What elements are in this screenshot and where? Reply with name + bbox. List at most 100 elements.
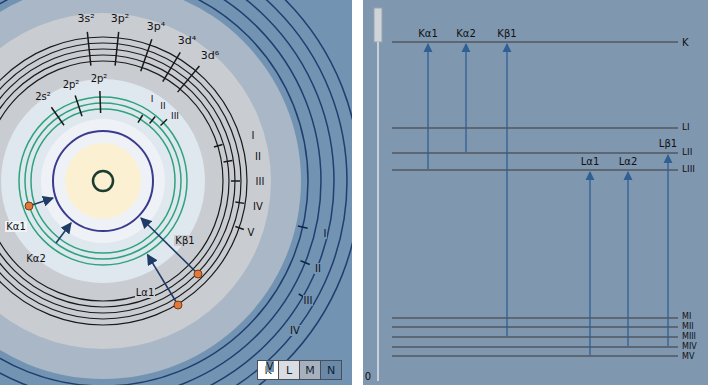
legend-swatch: M [299, 360, 321, 380]
energy-axis [377, 42, 379, 381]
shell-band [1, 79, 205, 283]
subshell-label: 3p⁴ [147, 21, 165, 33]
level-label: MI [682, 313, 691, 322]
subshell-tick [223, 161, 232, 162]
orbit-ring [0, 37, 247, 325]
subshell-number: V [247, 227, 256, 238]
energy-levels [363, 0, 708, 385]
level-label: LII [682, 148, 692, 158]
shell-band [0, 0, 301, 379]
transition-label: Kβ1 [497, 28, 516, 39]
subshell-number: III [303, 295, 314, 306]
level-label: LIII [682, 165, 695, 175]
legend-swatch: L [278, 360, 300, 380]
subshell-tick [231, 180, 240, 182]
subshell-number: I [323, 228, 328, 239]
orbit-ring [19, 97, 187, 265]
subshell-tick [235, 202, 244, 203]
transition-arrow [427, 44, 428, 169]
subshell-tick [138, 115, 143, 123]
energy-level [392, 127, 678, 129]
transition-label: Lα2 [619, 156, 638, 167]
transition-arrow [589, 172, 590, 355]
panel-ground [363, 0, 708, 385]
subshell-number: V [266, 361, 275, 372]
transition-arrow [141, 218, 198, 274]
subshell-tick [214, 144, 223, 147]
subshell-label: 3s² [77, 13, 94, 25]
subshell-label: 3d⁴ [178, 35, 196, 47]
orbit-ring [0, 0, 308, 385]
transition-arrow [627, 172, 628, 346]
axis-arrow [374, 8, 382, 42]
subshell-tick [150, 116, 156, 123]
subshell-tick [163, 52, 181, 81]
transition-label: Kα1 [418, 28, 438, 39]
electron-dot [194, 270, 202, 278]
subshell-label: 3d⁶ [201, 50, 219, 62]
orbit-ring [0, 55, 229, 307]
orbit-ring [93, 171, 113, 191]
subshell-number: I [151, 95, 154, 105]
subshell-number: III [171, 112, 179, 122]
subshell-number: III [255, 176, 266, 187]
subshell-tick [75, 95, 82, 116]
level-label: LI [682, 123, 690, 133]
orbit-ring [0, 0, 352, 385]
energy-level [392, 326, 678, 328]
energy-level [392, 152, 678, 154]
subshell-tick [141, 39, 152, 71]
legend-text: L [286, 364, 292, 377]
subshell-tick [235, 227, 244, 230]
subshell-label: 3p² [111, 13, 129, 25]
subshell-tick [99, 91, 101, 113]
transition-label: Kα1 [5, 221, 27, 232]
electron-dot [25, 202, 33, 210]
transition-label: Lα1 [135, 287, 156, 298]
orbit-ring [53, 131, 153, 231]
shell-band [65, 143, 141, 219]
legend-swatch: N [320, 360, 342, 380]
legend-text: M [305, 364, 315, 377]
level-label: MV [682, 353, 694, 362]
transition-arrow [667, 155, 668, 346]
transition-arrow [506, 44, 507, 336]
orbit-ring [0, 49, 235, 313]
level-label: MIV [682, 343, 697, 352]
subshell-number: IV [252, 201, 264, 212]
subshell-label: 2p² [91, 73, 108, 84]
energy-level [392, 41, 678, 43]
subshell-label: 2p² [63, 79, 80, 90]
energy-level [392, 346, 678, 348]
subshell-tick [115, 32, 119, 66]
subshell-number: II [254, 151, 262, 162]
level-label: MIII [682, 333, 696, 342]
transition-label: Kα2 [456, 28, 476, 39]
orbit-ring [0, 0, 334, 385]
energy-level [392, 355, 678, 357]
subshell-tick [178, 66, 200, 92]
orbit-ring [0, 43, 241, 319]
energy-level [392, 169, 678, 171]
subshell-label: 2s² [35, 91, 51, 102]
orbit-ring [31, 109, 175, 253]
transition-label: Lα1 [581, 156, 600, 167]
subshell-tick [161, 119, 167, 125]
subshell-tick [87, 32, 91, 66]
subshell-tick [298, 226, 308, 228]
energy-level [392, 336, 678, 338]
axis-zero: 0 [365, 371, 371, 382]
subshell-tick [300, 261, 309, 265]
subshell-number: II [160, 102, 165, 112]
orbit-ring [0, 0, 321, 385]
orbit-ring [0, 0, 347, 385]
transition-arrow [56, 223, 71, 243]
atom-shells [0, 0, 352, 385]
subshell-number: I [251, 130, 256, 141]
subshell-number: IV [289, 325, 301, 336]
orbit-ring [0, 61, 223, 301]
transition-label: Kβ1 [174, 235, 195, 246]
orbit-ring [25, 103, 181, 259]
